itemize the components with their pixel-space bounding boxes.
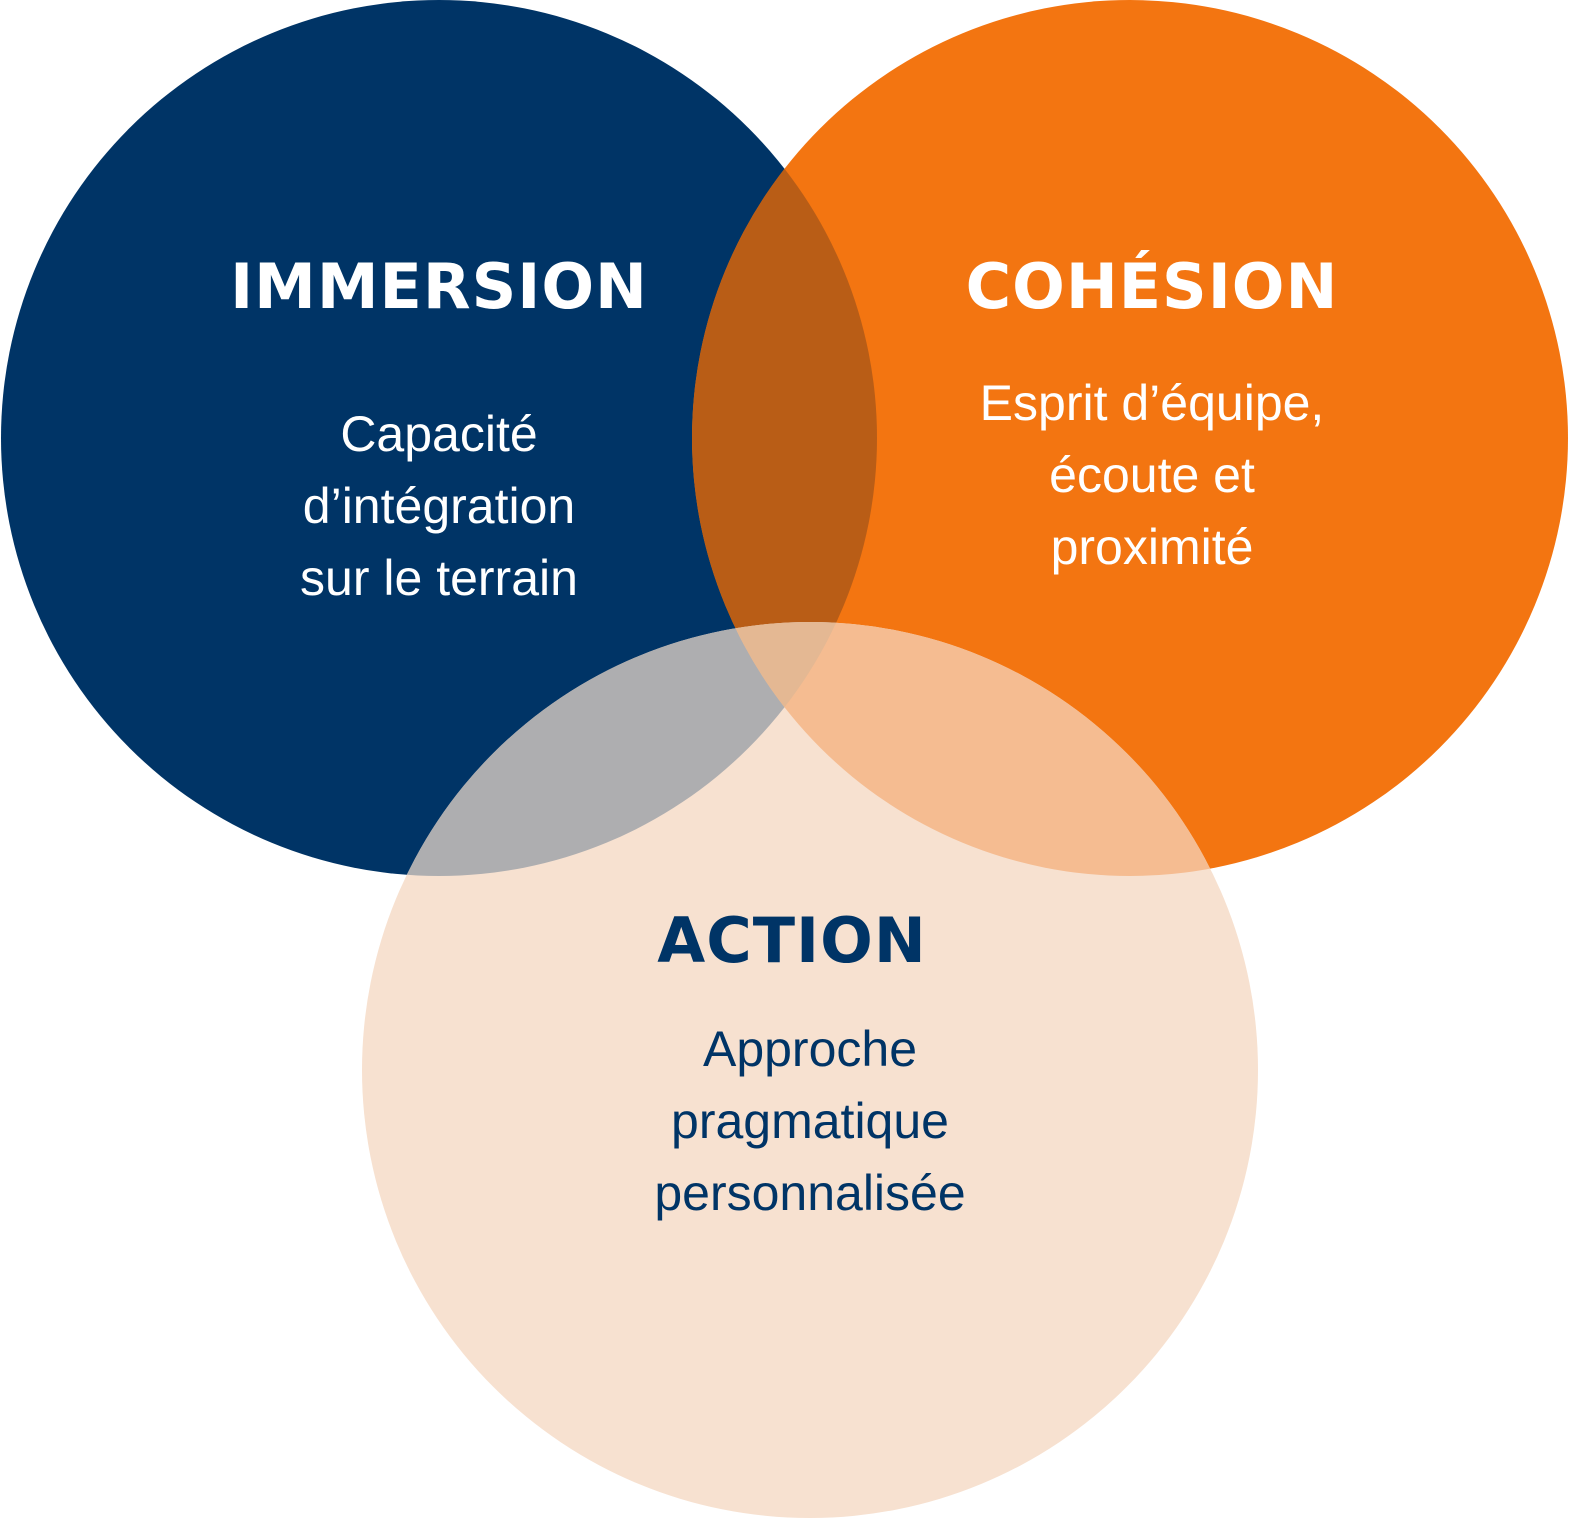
immersion-description-line: sur le terrain [300,550,578,606]
immersion-description-line: Capacité [340,406,538,462]
cohesion-title: COHÉSION [965,250,1339,323]
cohesion-description: Esprit d’équipe, écoute et proximité [852,367,1452,583]
action-label-group: ACTION [492,904,1092,977]
immersion-label-group: IMMERSION [139,250,739,323]
overlap-immersion-action [362,622,877,876]
action-description-line: Approche [702,1021,918,1077]
immersion-description: Capacité d’intégration sur le terrain [139,398,739,614]
cohesion-description-line: écoute et [1049,447,1255,503]
immersion-description-line: d’intégration [302,478,576,534]
cohesion-description-line: Esprit d’équipe, [979,375,1325,431]
cohesion-label-group: COHÉSION [852,250,1452,323]
cohesion-description-line: proximité [1050,519,1254,575]
overlap-cohesion-action [692,622,1258,876]
immersion-title: IMMERSION [230,250,648,323]
action-title: ACTION [657,904,927,977]
action-description: Approche pragmatique personnalisée [510,1013,1110,1229]
action-description-line: pragmatique [671,1093,949,1149]
action-description-line: personnalisée [654,1165,966,1221]
